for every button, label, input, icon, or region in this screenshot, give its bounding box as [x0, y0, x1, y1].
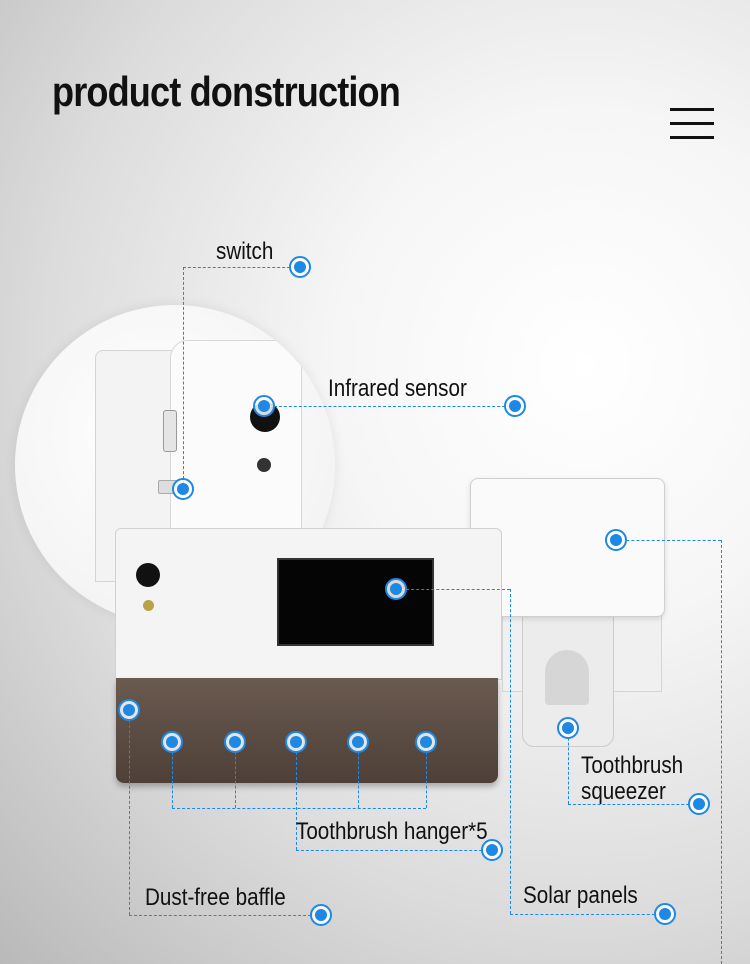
label-dust-free-baffle: Dust-free baffle [145, 884, 286, 911]
label-toothbrush-squeezer-line1: Toothbrush [581, 752, 684, 779]
callout-dot-solar-end[interactable] [654, 903, 676, 925]
hamburger-menu-icon[interactable] [670, 108, 714, 142]
label-toothbrush-squeezer-line2: squeezer [581, 778, 666, 805]
callout-dot-solar-panel[interactable] [385, 578, 407, 600]
page-title: product donstruction [52, 68, 401, 115]
body-sensor-lens [136, 563, 160, 587]
callout-dot-hanger-2[interactable] [224, 731, 246, 753]
callout-dot-switch[interactable] [289, 256, 311, 278]
label-solar-panels: Solar panels [523, 882, 638, 909]
usb-port [163, 410, 177, 452]
label-toothbrush-hanger: Toothbrush hanger*5 [296, 818, 488, 845]
callout-dot-squeezer-housing[interactable] [605, 529, 627, 551]
dust-baffle-tray [116, 678, 498, 783]
indicator-led [257, 458, 271, 472]
body-led [143, 600, 154, 611]
callout-dot-hanger-5[interactable] [415, 731, 437, 753]
callout-dot-hanger-4[interactable] [347, 731, 369, 753]
callout-dot-switch-part[interactable] [172, 478, 194, 500]
label-infrared-sensor: Infrared sensor [328, 375, 467, 402]
callout-dot-dust-baffle[interactable] [118, 699, 140, 721]
callout-dot-hanger-1[interactable] [161, 731, 183, 753]
squeezer-housing [470, 478, 665, 617]
callout-dot-squeezer-end[interactable] [688, 793, 710, 815]
callout-dot-dust-baffle-end[interactable] [310, 904, 332, 926]
callout-dot-hanger-end[interactable] [481, 839, 503, 861]
solar-panel [277, 558, 434, 646]
callout-dot-hanger-3[interactable] [285, 731, 307, 753]
label-switch: switch [216, 238, 274, 265]
callout-dot-infrared-sensor-end[interactable] [504, 395, 526, 417]
callout-dot-squeezer-slot[interactable] [557, 717, 579, 739]
callout-dot-infrared-sensor[interactable] [253, 395, 275, 417]
